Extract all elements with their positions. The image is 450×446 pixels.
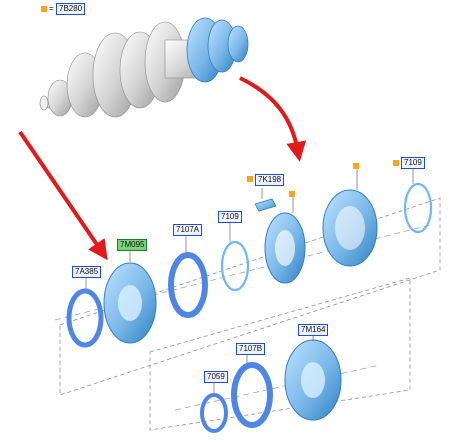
label-7m164: 7M164 <box>298 324 329 336</box>
label-7107a: 7107A <box>173 224 203 236</box>
part-7059-ring <box>200 393 228 433</box>
part-7107b-ring <box>231 362 273 428</box>
part-7a385-ring <box>66 288 104 348</box>
red-arrow-top <box>239 76 307 162</box>
parts-row-upper <box>66 182 433 348</box>
label-7107b: 7107B <box>236 343 266 355</box>
label-7109-top: 7109 <box>401 157 425 169</box>
legend-orange-marker <box>41 6 47 12</box>
upper-dashed-frame <box>59 197 441 396</box>
part-7109-top-snap-ring <box>403 182 433 234</box>
label-7m095: 7M095 <box>117 239 148 251</box>
label-7k198: 7K198 <box>255 174 285 186</box>
axis-line-lower <box>174 364 381 411</box>
part-7k198-key <box>254 198 277 212</box>
orange-marker-7k198 <box>247 176 253 182</box>
red-arrow-left <box>18 130 108 261</box>
label-7059: 7059 <box>204 371 228 383</box>
label-7109-mid: 7109 <box>218 211 242 223</box>
label-7a385: 7A385 <box>72 266 102 278</box>
part-7109-mid-snap-ring <box>220 240 250 292</box>
orange-marker-sleeve <box>353 163 359 169</box>
legend-part-label: 7B280 <box>56 3 86 15</box>
shaft-assembly <box>39 17 249 118</box>
part-7107a-ring <box>168 252 208 318</box>
orange-marker-7109-top <box>393 160 399 166</box>
legend-equals: = <box>49 4 54 13</box>
orange-marker-hub <box>289 191 295 197</box>
parts-row-lower <box>200 339 342 433</box>
